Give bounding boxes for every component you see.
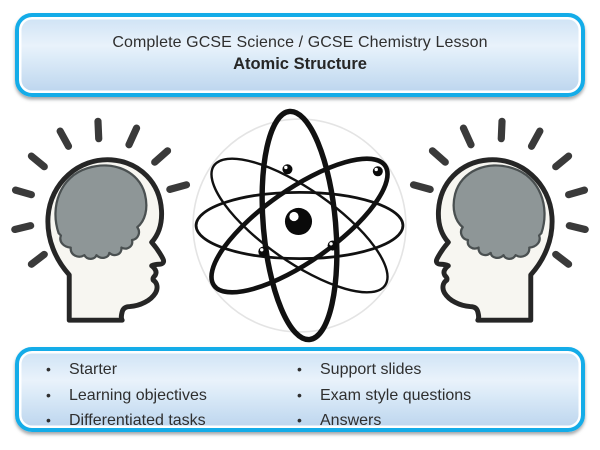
thinking-head-right-icon: [408, 116, 590, 324]
idea-rays: [11, 117, 191, 268]
list-item-label: Differentiated tasks: [69, 412, 206, 429]
electrons: [258, 164, 383, 257]
list-item: • Exam style questions: [297, 383, 471, 409]
contents-right-list: • Support slides • Exam style questions …: [279, 351, 471, 429]
bullet-marker: •: [297, 361, 302, 377]
idea-rays: [409, 117, 589, 268]
brain-shape: [54, 164, 148, 260]
banner-title-line: Complete GCSE Science / GCSE Chemistry L…: [112, 34, 488, 51]
bullet-marker: •: [46, 386, 51, 403]
bullet-marker: •: [297, 412, 302, 428]
banner-subtitle-line: Atomic Structure: [233, 55, 367, 73]
electron-orbits: [194, 108, 405, 343]
list-item: • Support slides: [297, 357, 471, 383]
list-item: • Learning objectives: [46, 383, 279, 409]
atom-icon: [189, 103, 410, 348]
thinking-head-left-icon: [10, 116, 192, 324]
bullet-marker: •: [46, 412, 51, 428]
bullet-marker: •: [46, 361, 51, 377]
contents-left-list: • Starter • Learning objectives • Differ…: [19, 351, 279, 429]
brain-shape: [452, 164, 546, 260]
list-item: • Differentiated tasks: [46, 408, 279, 434]
list-item-label: Support slides: [320, 361, 422, 378]
bullet-marker: •: [297, 386, 302, 403]
list-item-label: Starter: [69, 361, 118, 378]
list-item: • Answers: [297, 408, 471, 434]
contents-box: • Starter • Learning objectives • Differ…: [15, 347, 585, 432]
atom-halo-circle: [192, 118, 407, 333]
list-item-label: Learning objectives: [69, 386, 207, 404]
list-item: • Starter: [46, 357, 279, 383]
list-item-label: Exam style questions: [320, 386, 472, 404]
list-item-label: Answers: [320, 412, 382, 429]
nucleus: [284, 207, 313, 236]
title-banner: Complete GCSE Science / GCSE Chemistry L…: [15, 13, 585, 97]
